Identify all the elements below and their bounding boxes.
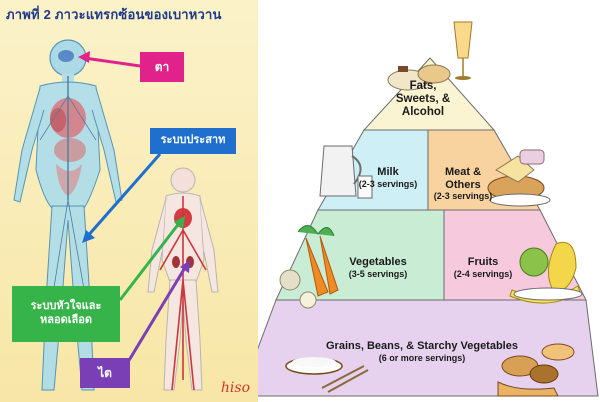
tier-milk-label: Milk (2-3 servings) [358, 166, 418, 189]
milk-illustration [319, 145, 373, 199]
tier-vegetables [275, 209, 445, 301]
tier-vegetables-name: Vegetables [349, 256, 407, 268]
diabetes-complications-poster: ภาพที่ 2 ภาวะแทรกซ้อนของเบาหวาน ตา ระบบป… [0, 0, 258, 402]
cardiovascular-label-line1: ระบบหัวใจและ [30, 300, 102, 313]
tier-meat-label: Meat & Others (2-3 servings) [428, 166, 498, 202]
fruits-illustration [509, 242, 583, 304]
pointer-arrows [78, 51, 190, 363]
poster-title: ภาพที่ 2 ภาวะแทรกซ้อนของเบาหวาน [6, 7, 222, 22]
brand-watermark: hiso [220, 380, 250, 396]
grains-illustration [285, 343, 575, 397]
food-pyramid [258, 21, 599, 397]
tier-vegetables-servings: (3-5 servings) [348, 268, 408, 279]
vegetables-illustration [279, 225, 339, 309]
tier-grains-name: Grains, Beans, & Starchy Vegetables [326, 340, 518, 352]
tier-meat-servings: (2-3 servings) [433, 191, 493, 202]
kidney-label: ไต [80, 358, 130, 388]
cardiovascular-label: ระบบหัวใจและ หลอดเลือด [12, 286, 120, 342]
tier-fruits-servings: (2-4 servings) [453, 268, 513, 279]
tier-milk-name: Milk [377, 166, 399, 178]
tier-grains-servings: (6 or more servings) [378, 352, 466, 363]
tier-milk-servings: (2-3 servings) [358, 178, 418, 189]
tier-fruits-label: Fruits (2-4 servings) [448, 256, 518, 279]
tier-vegetables-label: Vegetables (3-5 servings) [338, 256, 418, 279]
sweets-drink-illustration [387, 21, 473, 91]
anatomy-illustration [13, 39, 219, 391]
meat-illustration [487, 149, 551, 207]
tier-meat-name: Meat & Others [444, 166, 482, 191]
eye-label: ตา [140, 52, 184, 82]
tier-grains-label: Grains, Beans, & Starchy Vegetables (6 o… [322, 340, 522, 363]
large-body-figure [13, 39, 123, 391]
tier-fruits-name: Fruits [467, 256, 499, 268]
cardiovascular-label-line2: หลอดเลือด [40, 314, 92, 326]
tier-fats-label: Fats, Sweets, & Alcohol [395, 80, 451, 119]
nervous-system-label: ระบบประสาท [150, 128, 236, 154]
small-body-figure [147, 167, 219, 391]
